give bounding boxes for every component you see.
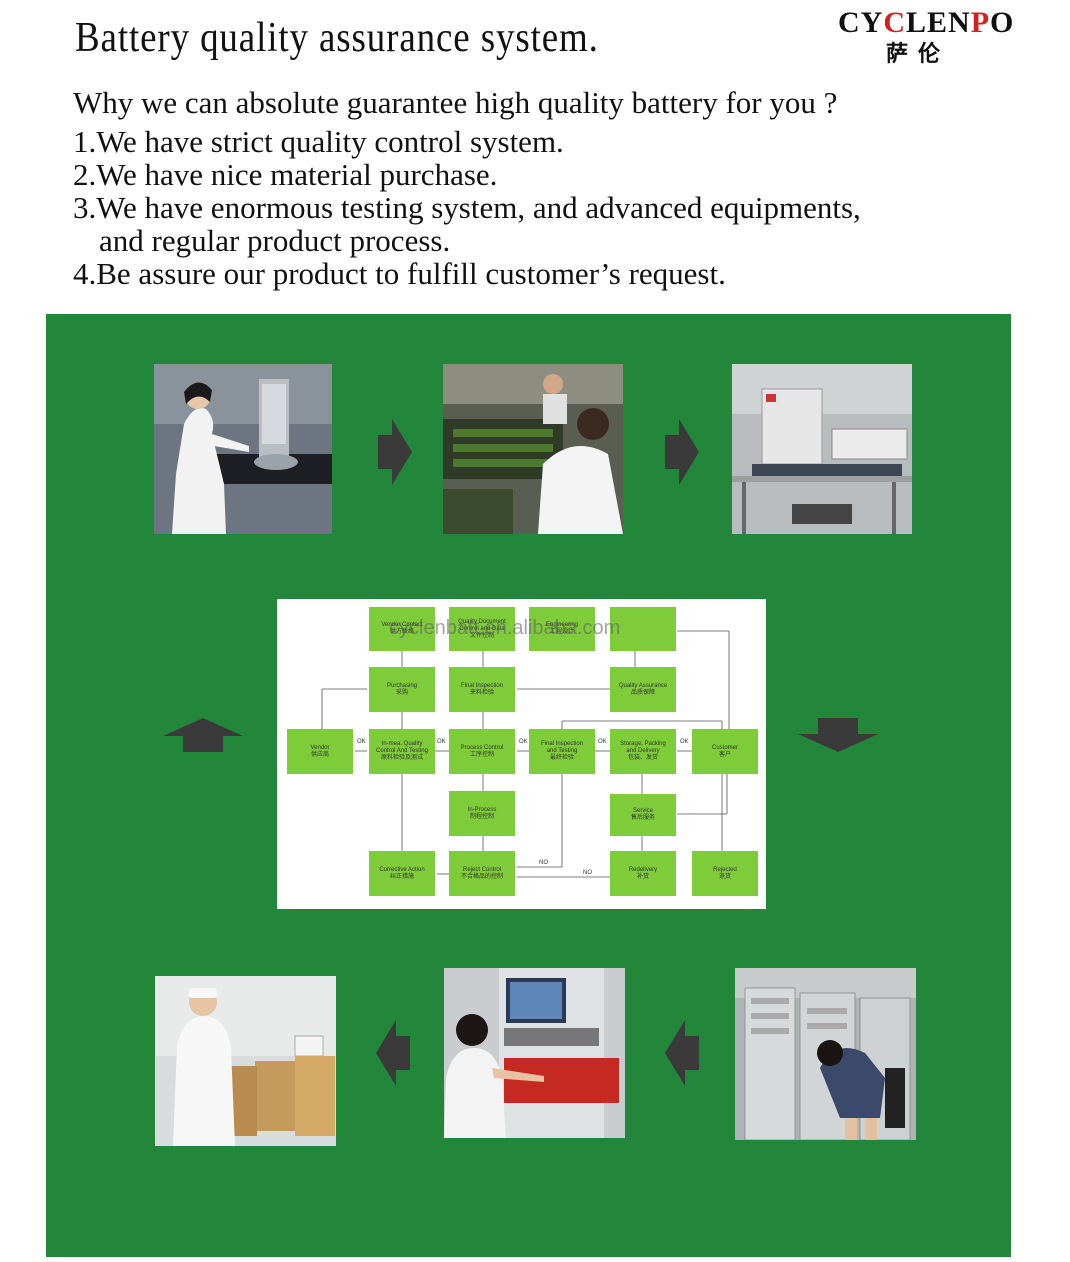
flow-label-ok: OK [598, 739, 607, 745]
arrow-right-icon [665, 419, 699, 485]
arrow-down-icon [798, 718, 878, 752]
intro-point: and regular product process. [99, 223, 451, 258]
intro-point: 2.We have nice material purchase. [73, 157, 498, 192]
flow-label-no: NO [583, 870, 592, 876]
photo-lab-technician [154, 364, 332, 534]
photo-packing-worker [155, 976, 336, 1146]
brand-logo: CYCLENPO 萨伦 [838, 6, 1015, 68]
photo-testing-racks [735, 968, 916, 1140]
intro-point: 1.We have strict quality control system. [73, 124, 564, 159]
arrow-right-icon [378, 419, 412, 485]
page-title: Battery quality assurance system. [75, 15, 599, 61]
arrow-left-icon [665, 1020, 699, 1086]
arrow-left-icon [376, 1020, 410, 1086]
logo-text: CYCLENPO [838, 6, 1015, 39]
photo-machine-operator [444, 968, 625, 1138]
photo-assembly-line [443, 364, 623, 534]
watermark: cyclenbatt.en.alibaba.com [389, 617, 621, 639]
intro-question: Why we can absolute guarantee high quali… [73, 85, 838, 120]
intro-point: 4.Be assure our product to fulfill custo… [73, 256, 726, 291]
intro-point: 3.We have enormous testing system, and a… [73, 190, 861, 225]
intro-text: Why we can absolute guarantee high quali… [73, 86, 861, 290]
flow-label-ok: OK [680, 739, 689, 745]
arrow-up-icon [163, 718, 243, 752]
flow-label-ok: OK [357, 739, 366, 745]
flow-label-no: NO [539, 860, 548, 866]
photo-testing-equipment [732, 364, 912, 534]
logo-chinese: 萨伦 [885, 42, 950, 67]
flow-label-ok: OK [519, 739, 528, 745]
flow-box-sales [610, 607, 676, 651]
flow-label-ok: OK [437, 739, 446, 745]
